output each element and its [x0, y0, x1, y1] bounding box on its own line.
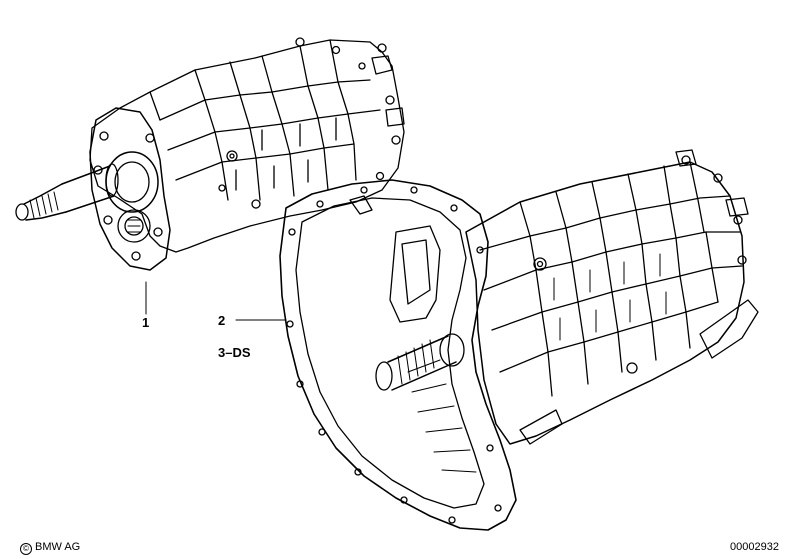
- callout-part-3: 3–DS: [218, 345, 251, 360]
- callout-part-2: 2: [218, 313, 226, 328]
- callout-part-1: 1: [142, 315, 150, 330]
- copyright-owner: BMW AG: [35, 541, 81, 553]
- copyright-icon: ©: [20, 543, 32, 555]
- diagram-number: 00002932: [730, 541, 779, 553]
- transmission-unit-1: [15, 37, 405, 315]
- copyright-notice: ©BMW AG: [20, 541, 80, 555]
- transmission-unit-2: [235, 149, 759, 531]
